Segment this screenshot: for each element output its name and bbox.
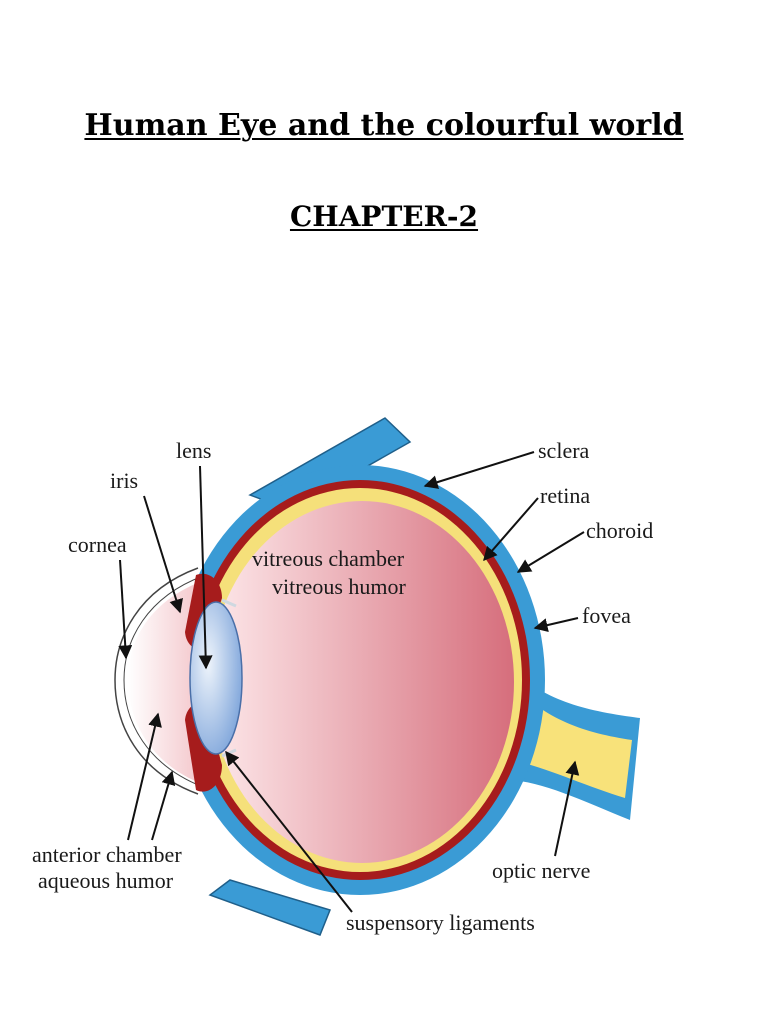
label-choroid: choroid xyxy=(586,518,653,543)
leader-arrows xyxy=(118,451,585,913)
label-iris: iris xyxy=(110,468,138,493)
label-anterior-chamber: anterior chamber xyxy=(32,842,182,867)
label-lens: lens xyxy=(176,438,211,463)
label-suspensory-ligaments: suspensory ligaments xyxy=(346,910,535,935)
label-sclera: sclera xyxy=(538,438,590,463)
label-vitreous-chamber: vitreous chamber xyxy=(252,546,405,571)
label-aqueous-humor: aqueous humor xyxy=(38,868,174,893)
label-retina: retina xyxy=(540,483,590,508)
label-fovea: fovea xyxy=(582,603,631,628)
eye-diagram: lens iris cornea sclera retina choroid v… xyxy=(32,417,653,936)
label-vitreous-humor: vitreous humor xyxy=(272,574,406,599)
page-title: Human Eye and the colourful world xyxy=(84,108,684,143)
cornea-layer xyxy=(114,567,199,795)
vitreous-body xyxy=(210,501,514,863)
iris-lower xyxy=(185,701,222,792)
lower-muscle xyxy=(208,879,332,936)
label-cornea: cornea xyxy=(68,532,127,557)
chapter-heading: CHAPTER-2 xyxy=(289,200,479,233)
lens-body xyxy=(189,601,243,755)
label-optic-nerve: optic nerve xyxy=(492,858,590,883)
